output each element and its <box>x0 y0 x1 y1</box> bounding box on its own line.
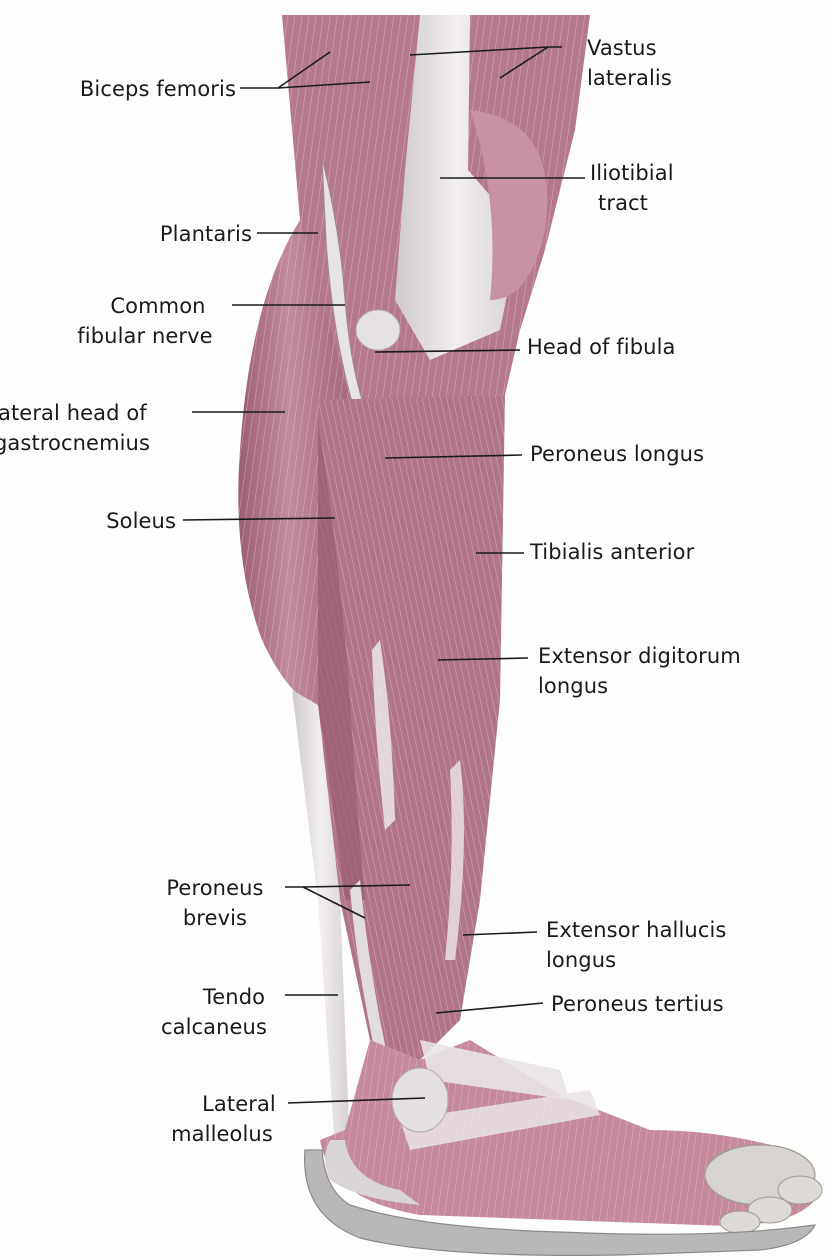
label-biceps-femoris: Biceps femoris <box>30 74 236 104</box>
label-line: malleolus <box>160 1119 284 1149</box>
label-plantaris: Plantaris <box>80 219 252 249</box>
label-line: lateralis <box>587 63 672 93</box>
label-common-fibular-nerve: Common fibular nerve <box>60 291 230 351</box>
label-line: longus <box>538 671 741 701</box>
label-line: Common <box>60 291 230 321</box>
label-line: Extensor hallucis <box>546 915 726 945</box>
fibula-head-shape <box>356 310 400 350</box>
label-line: Vastus <box>587 33 672 63</box>
label-line: Lateral <box>160 1089 284 1119</box>
label-vastus-lateralis: Vastus lateralis <box>587 33 672 93</box>
label-line: ateral head of <box>0 398 150 428</box>
label-line: Peroneus <box>150 873 280 903</box>
label-peroneus-longus: Peroneus longus <box>530 439 704 469</box>
label-line: Tendo <box>145 982 283 1012</box>
label-line: Plantaris <box>80 219 252 249</box>
label-line: Tibialis anterior <box>530 537 694 567</box>
label-tibialis-anterior: Tibialis anterior <box>530 537 694 567</box>
label-soleus: Soleus <box>80 506 176 536</box>
label-line: longus <box>546 945 726 975</box>
label-line: Head of fibula <box>527 332 675 362</box>
label-line: Iliotibial <box>590 158 674 188</box>
label-line: Biceps femoris <box>30 74 236 104</box>
label-lateral-malleolus: Lateral malleolus <box>160 1089 284 1149</box>
label-line: calcaneus <box>145 1012 283 1042</box>
label-line: Peroneus tertius <box>551 989 724 1019</box>
label-head-of-fibula: Head of fibula <box>527 332 675 362</box>
label-peroneus-tertius: Peroneus tertius <box>551 989 724 1019</box>
label-lateral-head-gastrocnemius: ateral head of gastrocnemius <box>0 398 150 458</box>
label-extensor-digitorum-longus: Extensor digitorum longus <box>538 641 741 701</box>
label-peroneus-brevis: Peroneus brevis <box>150 873 280 933</box>
label-line: gastrocnemius <box>0 428 150 458</box>
malleolus-shape <box>392 1068 448 1132</box>
label-line: brevis <box>150 903 280 933</box>
label-iliotibial-tract: Iliotibial tract <box>590 158 674 218</box>
label-line: tract <box>590 188 674 218</box>
label-line: Extensor digitorum <box>538 641 741 671</box>
label-line: Peroneus longus <box>530 439 704 469</box>
label-line: Soleus <box>80 506 176 536</box>
foot-region <box>305 1040 822 1255</box>
label-tendo-calcaneus: Tendo calcaneus <box>145 982 283 1042</box>
label-extensor-hallucis-longus: Extensor hallucis longus <box>546 915 726 975</box>
label-line: fibular nerve <box>60 321 230 351</box>
